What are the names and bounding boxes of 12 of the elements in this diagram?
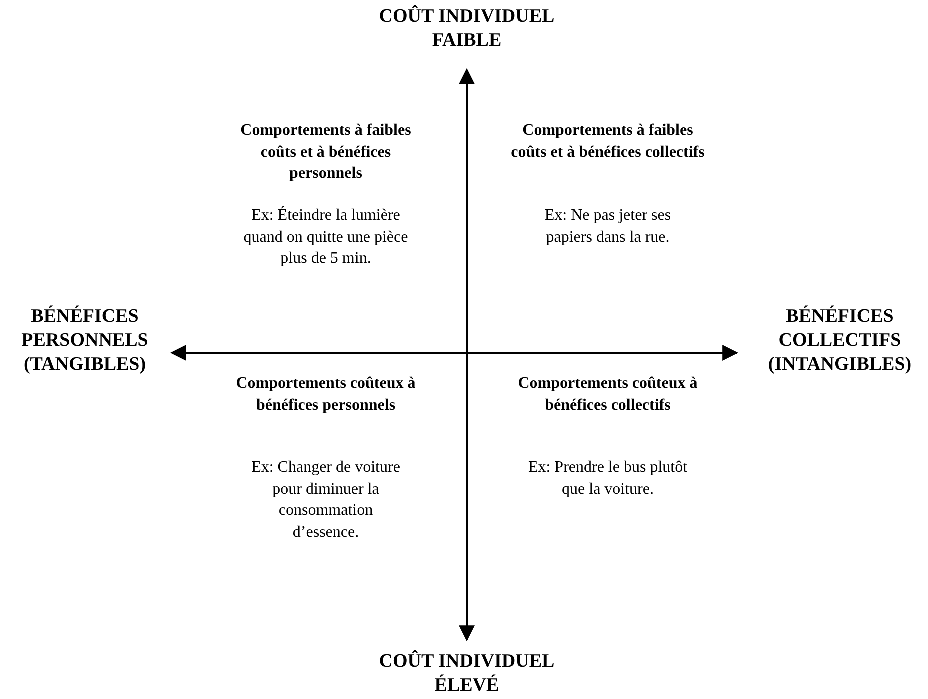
quadrant-example: Ex: Ne pas jeter ses papiers dans la rue. — [544, 206, 672, 248]
quadrant-heading: Comportements coûteux à bénéfices personnels — [236, 374, 416, 416]
quadrant-example: Ex: Changer de voiture pour diminuer la consommation d’essence. — [250, 458, 402, 543]
axis-label: COÛT INDIVIDUEL FAIBLE — [378, 5, 556, 52]
quadrant-example: Ex: Éteindre la lumière quand on quitte une pièce plus de 5 min. — [242, 205, 410, 270]
axis-label: BÉNÉFICES PERSONNELS (TANGIBLES) — [20, 305, 150, 376]
quadrant-heading: Comportements à faibles coûts et à bénéfices personnels — [240, 121, 412, 184]
axis-label: COÛT INDIVIDUEL ÉLEVÉ — [378, 650, 556, 698]
quadrant-heading: Comportements à faibles coûts et à bénéfices collectifs — [510, 121, 706, 163]
quadrant-example: Ex: Prendre le bus plutôt que la voiture. — [528, 458, 688, 500]
quadrant-heading: Comportements coûteux à bénéfices collectifs — [518, 374, 698, 416]
axis-label: BÉNÉFICES COLLECTIFS (INTANGIBLES) — [767, 305, 913, 376]
